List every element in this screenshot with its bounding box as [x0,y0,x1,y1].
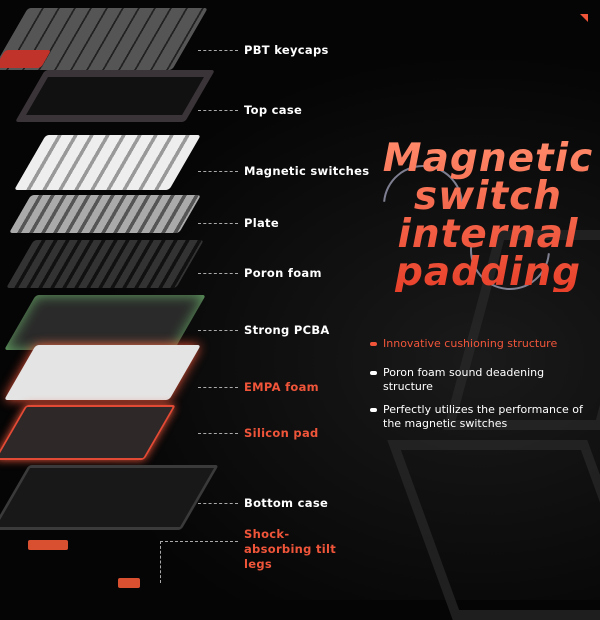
leader-line [198,50,238,51]
empa-foam-layer [4,345,201,400]
poron-foam-layer [6,240,204,288]
bottom-case-layer [0,465,219,530]
label-bottom-case: Bottom case [244,496,329,510]
bullet-item: Poron foam sound deadening structure [370,366,570,394]
headline: Magnetic switch internal padding [378,140,598,292]
label-top-case: Top case [244,103,303,117]
leader-line [160,541,161,583]
switches-layer [14,135,201,190]
label-pbt-keycaps: PBT keycaps [244,43,329,57]
headline-line: Magnetic [382,136,594,181]
leader-line [198,387,238,388]
bullet-dot-icon [370,408,377,412]
label-magnetic-switches: Magnetic switches [244,164,370,178]
label-poron-foam: Poron foam [244,266,322,280]
bullet-text: Innovative cushioning structure [383,337,558,350]
label-strong-pcba: Strong PCBA [244,323,330,337]
headline-line: switch [413,174,563,219]
leader-line [198,330,238,331]
bullet-item: Perfectly utilizes the performance of th… [370,403,595,431]
leader-line [198,223,238,224]
label-silicon-pad: Silicon pad [244,426,319,440]
headline-line: internal [397,212,579,257]
leader-line [198,503,238,504]
headline-line: padding [394,250,582,295]
top-case-layer [14,70,216,122]
leader-line [160,541,238,542]
bullet-text: Perfectly utilizes the performance of th… [383,403,583,430]
corner-mark-icon [580,14,588,22]
leader-line [198,273,238,274]
leader-line [198,110,238,111]
tilt-leg [28,540,68,550]
plate-layer [9,195,201,233]
label-empa-foam: EMPA foam [244,380,319,394]
bullet-dot-icon [370,371,377,375]
leader-line [198,171,238,172]
bullet-item: Innovative cushioning structure [370,337,590,351]
pcba-layer [4,295,206,350]
bullet-text: Poron foam sound deadening structure [383,366,545,393]
leader-line [198,433,238,434]
tilt-leg [118,578,140,588]
label-plate: Plate [244,216,279,230]
bullet-dot-icon [370,342,377,346]
label-tilt-legs: Shock-absorbing tilt legs [244,527,337,571]
